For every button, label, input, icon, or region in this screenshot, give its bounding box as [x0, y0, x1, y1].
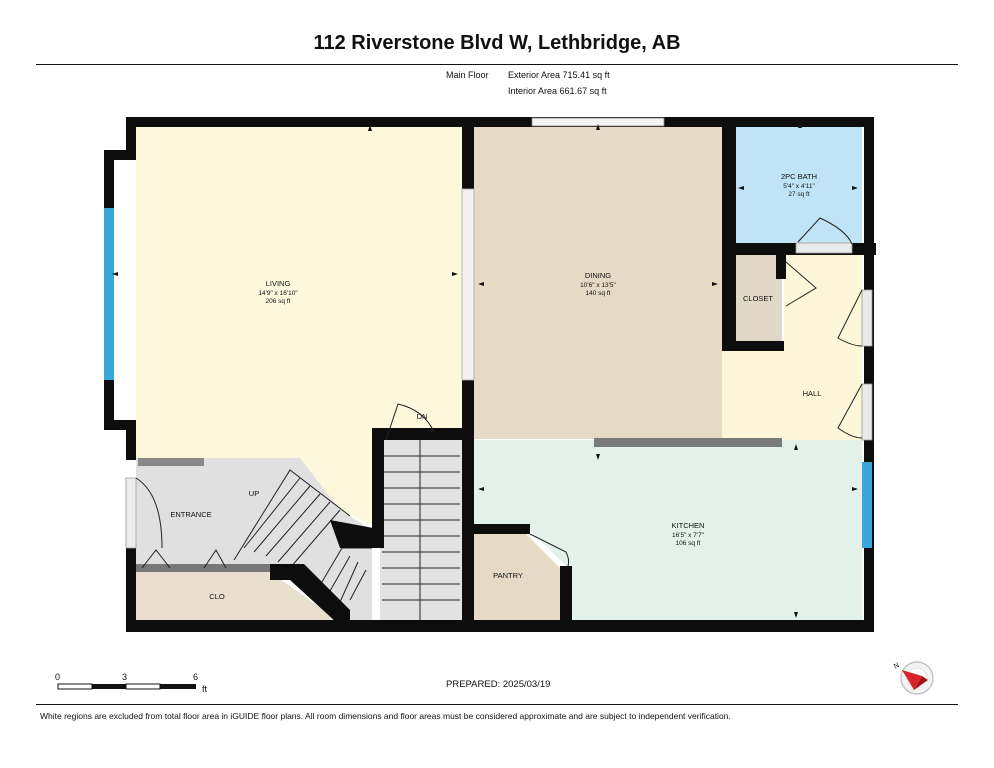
living-dims: 14'9" x 16'10": [258, 290, 298, 297]
bath-label-group: 2PC BATH 5'4" x 4'11" 27 sq ft: [781, 172, 817, 198]
dining-room-fill: [474, 127, 722, 439]
north-compass-icon: N: [893, 661, 934, 695]
entrance-bench: [138, 458, 204, 466]
living-opening: [461, 188, 475, 381]
kitchen-label-group: KITCHEN 16'5" x 7'7" 106 sq ft: [672, 521, 705, 547]
hall-door-jamb-1: [861, 289, 873, 347]
disclaimer-text: White regions are excluded from total fl…: [40, 711, 731, 721]
scale-tick-3: 3: [122, 672, 127, 682]
dining-name: DINING: [585, 271, 611, 280]
closet-name: CLOSET: [743, 294, 773, 303]
kitchen-counter: [594, 438, 782, 447]
pantry-fill: [474, 534, 562, 620]
door-swings: [135, 217, 863, 569]
scale-tick-0: 0: [55, 672, 60, 682]
hall-door-jamb-2: [861, 383, 873, 441]
floor-name: Main Floor: [446, 70, 489, 80]
hall-fill: [722, 255, 862, 440]
clo-name: CLO: [209, 592, 225, 601]
living-label-group: LIVING 14'9" x 16'10" 206 sq ft: [258, 279, 298, 305]
kitchen-window: [862, 462, 872, 548]
footer-rule: [36, 704, 958, 705]
kitchen-dims: 16'5" x 7'7": [672, 532, 705, 539]
exterior-area-label: Exterior Area 715.41 sq ft: [508, 70, 610, 80]
dining-dims: 10'6" x 13'5": [580, 282, 616, 289]
living-area: 206 sq ft: [266, 298, 291, 305]
hall-name: HALL: [803, 389, 822, 398]
stair-down-label: DN: [417, 412, 428, 421]
scale-bar: 0 3 6 ft: [55, 672, 208, 694]
bath-name: 2PC BATH: [781, 172, 817, 181]
pantry-name: PANTRY: [493, 571, 523, 580]
dining-area: 140 sq ft: [586, 290, 611, 297]
prepared-date: PREPARED: 2025/03/19: [446, 679, 551, 690]
scale-unit: ft: [202, 684, 208, 694]
bath-door-opening: [795, 242, 853, 254]
bath-dims: 5'4" x 4'11": [783, 183, 815, 190]
stair-fill: [380, 440, 462, 620]
closet-fill: [736, 255, 782, 341]
exterior-area-value: 715.41 sq ft: [562, 70, 610, 80]
stair-treads: [382, 440, 460, 620]
dining-label-group: DINING 10'6" x 13'5" 140 sq ft: [580, 271, 616, 297]
living-window: [104, 208, 114, 380]
scale-tick-6: 6: [193, 672, 198, 682]
svg-text:N: N: [893, 662, 901, 670]
kitchen-name: KITCHEN: [672, 521, 705, 530]
entrance-side-window: [125, 477, 137, 549]
kitchen-area: 106 sq ft: [676, 540, 701, 547]
living-room-fill: [136, 127, 462, 525]
title-rule: [36, 64, 958, 65]
walls: [104, 117, 876, 632]
clo-fill: [136, 572, 338, 620]
dimension-arrows: [112, 122, 858, 618]
entrance-name: ENTRANCE: [170, 510, 211, 519]
bath-fill: [736, 127, 862, 243]
bath-area: 27 sq ft: [788, 191, 810, 198]
interior-area-label: Interior Area 661.67 sq ft: [508, 86, 607, 96]
plan-title: 112 Riverstone Blvd W, Lethbridge, AB: [313, 32, 681, 54]
living-name: LIVING: [266, 279, 291, 288]
stair-up-label: UP: [249, 489, 259, 498]
interior-area-value: 661.67 sq ft: [559, 86, 607, 96]
